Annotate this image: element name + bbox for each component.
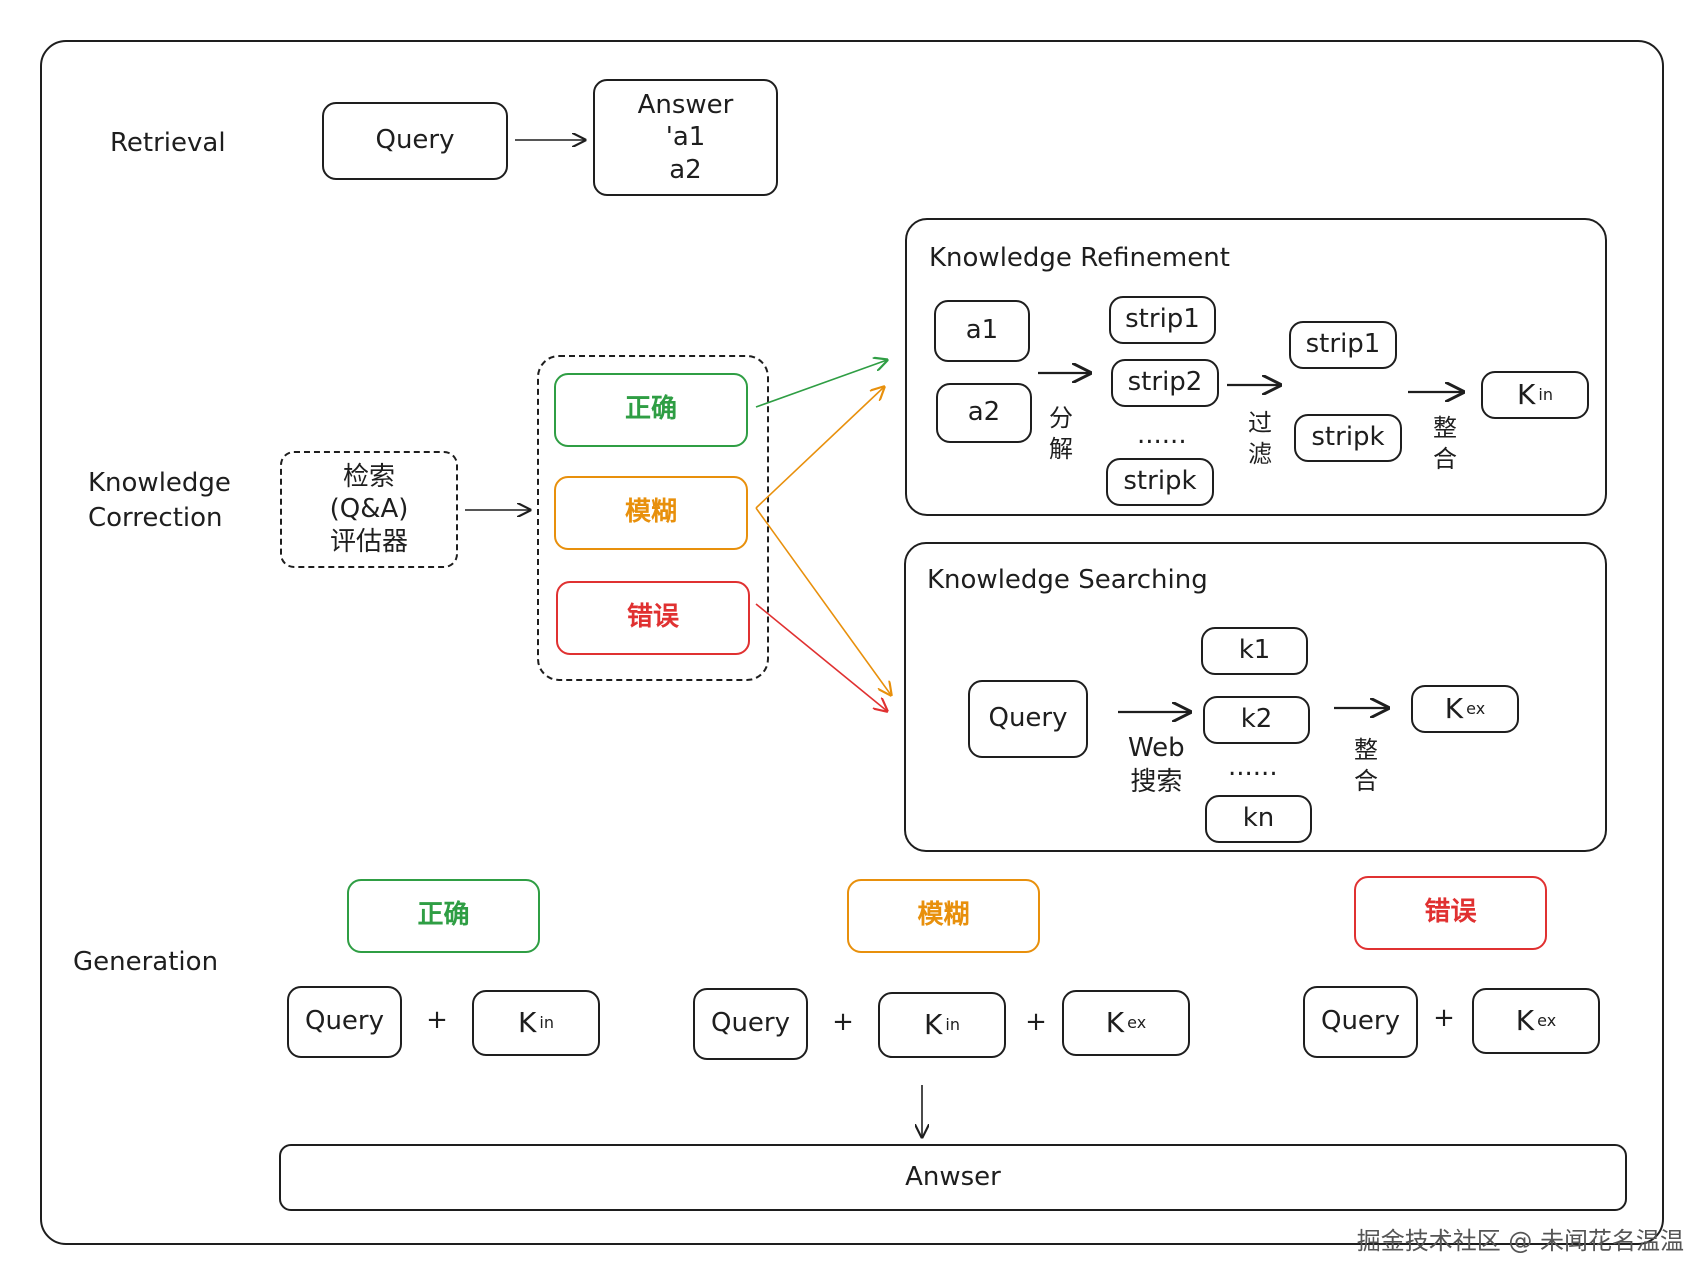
merge-char: 整	[1433, 414, 1457, 442]
plus-sign: +	[1433, 1003, 1455, 1033]
evaluator-line: (Q&A)	[329, 494, 409, 525]
decompose-char: 解	[1049, 435, 1073, 464]
merge-char: 合	[1433, 445, 1457, 474]
decompose-label: 分 解	[1046, 403, 1076, 465]
retrieval-label: Retrieval	[110, 128, 226, 158]
k-subscript: ex	[1127, 1013, 1147, 1033]
k-subscript: in	[945, 1015, 960, 1035]
search-query-box: Query	[968, 680, 1088, 758]
correction-label: Knowledge Correction	[88, 466, 231, 536]
refine-doc-a2: a2	[936, 383, 1032, 443]
retrieval-answer-box: Answer 'a1 a2	[593, 79, 778, 196]
k-symbol: K	[1105, 1006, 1125, 1040]
generation-label: Generation	[73, 947, 219, 977]
filter-char: 过	[1248, 409, 1272, 437]
k-symbol: K	[924, 1008, 943, 1042]
k-symbol: K	[518, 1006, 537, 1040]
evaluator-line: 评估器	[329, 526, 408, 557]
state-correct: 正确	[554, 373, 748, 447]
searching-panel	[904, 542, 1607, 852]
web-search-line: 搜索	[1130, 766, 1183, 797]
answer-line: 'a1	[665, 122, 706, 153]
state-incorrect: 错误	[556, 581, 750, 655]
filtered-strip-box: stripk	[1294, 414, 1402, 462]
searching-title: Knowledge Searching	[927, 565, 1208, 595]
strip-box: strip1	[1109, 296, 1216, 344]
plus-sign: +	[426, 1005, 448, 1035]
k-subscript: ex	[1466, 699, 1486, 719]
k-symbol: K	[1444, 692, 1464, 726]
merge-label: 整 合	[1430, 413, 1460, 475]
arrow-correct-to-refinement	[755, 360, 887, 408]
refinement-panel	[905, 218, 1607, 516]
search-result-box: kn	[1205, 795, 1312, 843]
arrow-ambiguous-to-refinement	[755, 387, 884, 509]
web-search-line: Web	[1128, 733, 1185, 763]
correction-label-line: Correction	[88, 503, 223, 534]
filtered-strip-box: strip1	[1289, 321, 1397, 369]
gen-state-ambiguous: 模糊	[847, 879, 1040, 953]
arrow-ambiguous-to-searching	[755, 507, 891, 695]
strip-box: stripk	[1106, 458, 1214, 506]
watermark: 掘金技术社区 @ 未闻花名温温	[1356, 1227, 1684, 1255]
k-symbol: K	[1515, 1004, 1535, 1038]
refinement-title: Knowledge Refinement	[929, 243, 1230, 273]
k-symbol: K	[1517, 378, 1536, 412]
k-subscript: ex	[1537, 1011, 1557, 1031]
evaluator-box: 检索 (Q&A) 评估器	[280, 451, 458, 568]
correction-label-line: Knowledge	[88, 468, 231, 498]
web-search-label: Web 搜索	[1128, 732, 1185, 800]
retrieval-query-box: Query	[322, 102, 508, 180]
gen-state-incorrect: 错误	[1354, 876, 1547, 950]
filter-label: 过 滤	[1245, 408, 1275, 470]
gen-query-box: Query	[1303, 986, 1418, 1058]
answer-line: Answer	[637, 89, 734, 120]
gen-state-correct: 正确	[347, 879, 540, 953]
search-ellipsis: ......	[1228, 752, 1278, 782]
search-merge-label: 整 合	[1351, 735, 1381, 797]
evaluator-line: 检索	[342, 461, 395, 492]
plus-sign: +	[1025, 1007, 1047, 1037]
search-result-box: k2	[1203, 696, 1310, 744]
refine-doc-a1: a1	[934, 300, 1030, 362]
answer-line: a2	[669, 154, 702, 185]
arrow-incorrect-to-searching	[755, 603, 887, 711]
strip-ellipsis: ......	[1137, 420, 1187, 450]
gen-query-box: Query	[693, 988, 808, 1060]
k-subscript: in	[1538, 385, 1553, 405]
state-ambiguous: 模糊	[554, 476, 748, 550]
search-result-box: k1	[1201, 627, 1308, 675]
gen-query-box: Query	[287, 986, 402, 1058]
plus-sign: +	[832, 1007, 854, 1037]
diagram-frame	[40, 40, 1664, 1245]
decompose-char: 分	[1049, 404, 1073, 432]
k-subscript: in	[539, 1013, 554, 1033]
filter-char: 滤	[1248, 440, 1272, 469]
final-answer-box: Anwser	[279, 1144, 1627, 1211]
merge-char: 整	[1354, 736, 1378, 764]
merge-char: 合	[1354, 767, 1378, 796]
strip-box: strip2	[1111, 359, 1219, 407]
